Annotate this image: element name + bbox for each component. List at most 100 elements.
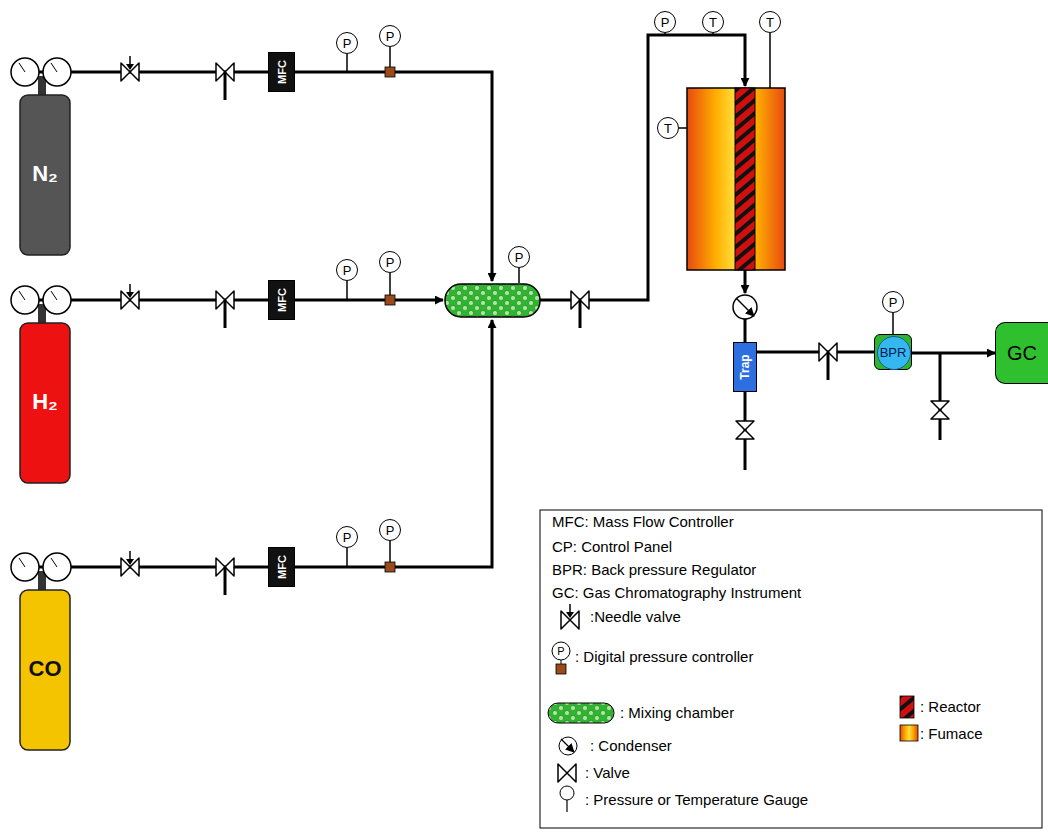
gauge-letter: P (343, 37, 352, 50)
drawing-part (121, 558, 139, 576)
drawing-part (736, 298, 754, 316)
gas-cylinder: H₂ (8, 284, 74, 484)
device-name: Trap (738, 354, 752, 379)
valve (931, 401, 949, 419)
cylinder-drawing (8, 551, 74, 751)
drawing-part (121, 291, 139, 309)
drawing-part (664, 33, 666, 35)
reactor (735, 88, 755, 270)
pressure-controller-block (385, 67, 395, 572)
drawing-part (561, 660, 562, 664)
gauge-letter: P (557, 646, 564, 657)
drawing-part (295, 299, 443, 302)
gauge: P (379, 519, 401, 541)
gas-cylinder: CO (8, 551, 74, 751)
legend-entry: : Digital pressure controller (575, 648, 753, 665)
drawing-part (736, 421, 754, 439)
drawing-part (121, 56, 949, 595)
drawing-part (389, 273, 391, 295)
gauge-letter: T (709, 16, 717, 29)
cylinder-drawing (8, 56, 74, 256)
valve (216, 291, 234, 328)
legend-entry: CP: Control Panel (552, 538, 672, 555)
drawing-part (224, 567, 227, 595)
legend-box (540, 510, 1042, 828)
device-name: MFC (275, 60, 287, 84)
needle-valve (121, 56, 139, 81)
drawing-part (295, 320, 492, 567)
device-name: MFC (275, 288, 287, 312)
drawing-part (900, 696, 914, 718)
gas-name: CO (20, 656, 70, 682)
drawing-part (51, 558, 57, 567)
drawing-part (518, 268, 520, 283)
drawing-part (295, 72, 492, 281)
valve (558, 764, 576, 782)
drawing-part (561, 739, 574, 752)
drawing-part (224, 300, 227, 328)
legend-entry: :Needle valve (590, 608, 681, 625)
gauge: P (336, 32, 358, 54)
drawing-part (385, 67, 395, 77)
pipe-connector (74, 566, 268, 569)
drawing-part (389, 47, 391, 67)
gauge: P (654, 11, 676, 33)
gauge: P (379, 251, 401, 273)
gauge: T (657, 117, 679, 139)
gc-instrument: GC (995, 322, 1048, 384)
legend-entry: MFC: Mass Flow Controller (552, 513, 734, 530)
drawing-part (346, 54, 348, 72)
drawing-part (126, 292, 134, 298)
gas-name: H₂ (20, 389, 70, 415)
drawing-part (20, 590, 70, 750)
drawing-part (385, 562, 395, 572)
legend-entry: : Fumace (920, 725, 983, 742)
drawing-part (19, 558, 25, 567)
drawing-part (19, 63, 25, 72)
drawing-part (20, 95, 70, 255)
drawing-part (827, 352, 830, 380)
pipe-connector (74, 299, 268, 302)
drawing-part (744, 319, 747, 342)
mass-flow-controller: MFC (268, 547, 295, 587)
gauge-letter: P (386, 30, 395, 43)
gauge-letter: P (386, 524, 395, 537)
drawing-part (346, 281, 348, 300)
valve (571, 291, 589, 328)
drawing-part (558, 764, 576, 782)
needle-valve (121, 284, 139, 309)
drawing-part (560, 786, 574, 800)
drawing-part (744, 270, 747, 293)
drawing-part (20, 323, 70, 483)
legend-entry: : Valve (585, 764, 630, 781)
gauge: T (759, 11, 781, 33)
gauge-letter: P (515, 251, 524, 264)
drawing-part (43, 58, 71, 86)
drawing-part (561, 611, 579, 629)
gauge-letter: T (766, 16, 774, 29)
pipe-connector (757, 351, 874, 354)
gauge: P (882, 291, 904, 313)
legend-entry: : Reactor (920, 698, 981, 715)
valve (216, 63, 234, 100)
drawing-part (552, 642, 570, 660)
legend-entry: : Pressure or Temperature Gauge (585, 791, 808, 808)
gauge-letter: P (386, 256, 395, 269)
mass-flow-controller: MFC (268, 280, 295, 320)
drawing-part (51, 291, 57, 300)
gas-cylinder: N₂ (8, 56, 74, 256)
drawing-part (733, 295, 757, 319)
drawing-part (939, 352, 942, 440)
device-name: MFC (275, 555, 287, 579)
needle-valve (121, 551, 139, 576)
mass-flow-controller: MFC (268, 52, 295, 92)
drawing-part (19, 291, 25, 300)
gauge-letter: T (664, 122, 672, 135)
drawing-part (121, 63, 139, 81)
drawing-part (548, 703, 614, 723)
drawing-part (931, 401, 949, 419)
drawing-part (224, 72, 227, 100)
gauge: P (336, 259, 358, 281)
